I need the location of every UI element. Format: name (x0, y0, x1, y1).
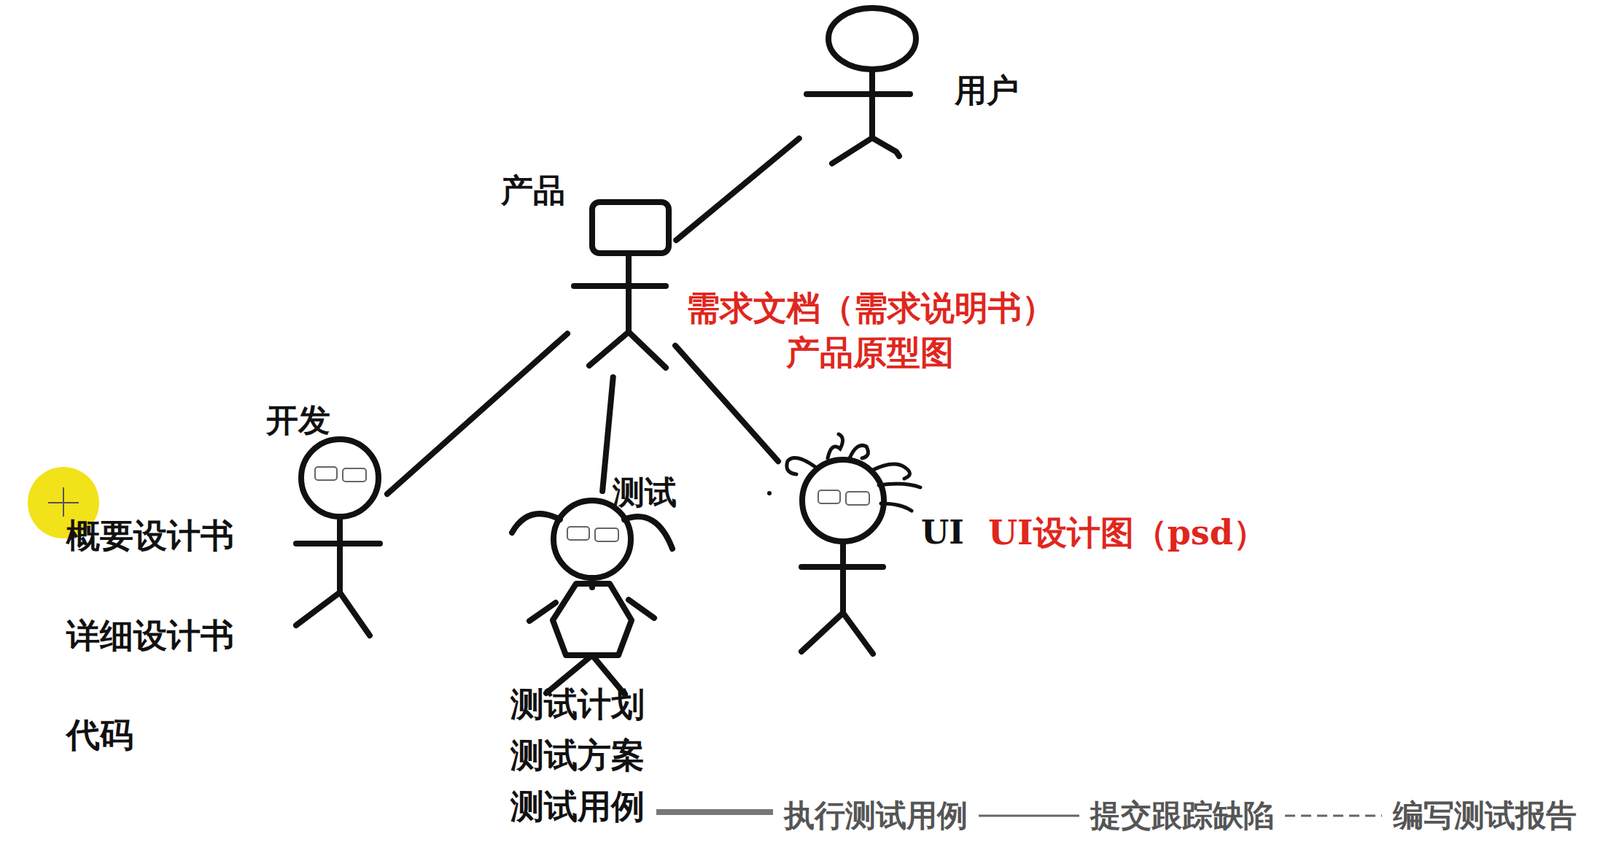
figure-pigtail (624, 516, 673, 549)
figure-body (625, 253, 632, 332)
glasses-lens (845, 491, 870, 505)
figure-arms (801, 563, 884, 570)
flow-dash (978, 814, 1080, 817)
deliverable: 概要设计书 (66, 515, 235, 556)
figure-arm (529, 602, 556, 621)
figure-head (592, 202, 669, 254)
figure-hair (786, 433, 921, 511)
figure-pigtail (511, 513, 561, 533)
figure-body (869, 69, 876, 138)
figure-legs (296, 592, 370, 636)
figure-arms (573, 282, 666, 289)
process-step: 编写测试报告 (1392, 797, 1577, 834)
glasses-lens (315, 466, 337, 480)
process-step: 提交跟踪缺陷 (1090, 797, 1275, 834)
figure-body (336, 516, 343, 593)
flow-dash (1284, 814, 1382, 817)
figure-head (828, 8, 916, 70)
deliverable-red: 需求文档（需求说明书） (686, 288, 1056, 329)
hair-curl (849, 444, 868, 458)
connector-line (602, 377, 614, 491)
deliverable: 详细设计书 (66, 615, 235, 656)
hair-dot (767, 490, 772, 496)
role-name: UI (921, 513, 965, 553)
figure-arms (296, 540, 380, 547)
figure-legs (801, 612, 873, 654)
hair-curl (871, 463, 911, 479)
glasses-lens (342, 468, 367, 482)
stick-figure-node: 产品 (573, 202, 670, 369)
figure-legs (589, 331, 666, 368)
figure-glasses (315, 466, 870, 542)
deliverable: 测试计划 (510, 684, 645, 725)
glasses-lens (595, 527, 619, 542)
deliverable-red: 产品原型图 (786, 332, 954, 373)
role-name: 测试 (612, 473, 677, 512)
role-name: 用户 (954, 71, 1019, 111)
role-name: 开发 (266, 401, 331, 440)
deliverable: 测试用例 (510, 786, 645, 827)
process-step: 执行测试用例 (783, 797, 968, 834)
glasses-lens (818, 490, 841, 504)
figure-body (840, 541, 846, 613)
figure-head (553, 500, 631, 578)
stick-figure-node: 测试 (510, 499, 675, 695)
stick-figure-node: UI (783, 437, 923, 654)
stick-figure-node: 开发 (295, 439, 381, 636)
figure-head (301, 439, 379, 517)
hair-curl (878, 483, 921, 488)
stick-figure-node: 用户 (805, 7, 919, 165)
deliverable: 代码 (66, 714, 134, 755)
deliverable: 测试方案 (510, 735, 645, 776)
glasses-lens (567, 526, 590, 540)
figure-dress (552, 583, 632, 655)
figure-legs (832, 137, 900, 164)
figure-arm (628, 599, 655, 618)
hair-curl (786, 457, 816, 475)
connector-line (387, 333, 568, 494)
role-name: 产品 (501, 171, 566, 211)
figure-arms (806, 91, 911, 97)
deliverable-red: UI设计图（psd） (988, 512, 1267, 553)
connector-line (676, 138, 800, 240)
hair-curl (880, 503, 912, 511)
flow-bar (656, 808, 774, 815)
connector-line (675, 345, 779, 462)
hair-curl (827, 433, 844, 458)
cursor-crosshair (48, 501, 79, 504)
